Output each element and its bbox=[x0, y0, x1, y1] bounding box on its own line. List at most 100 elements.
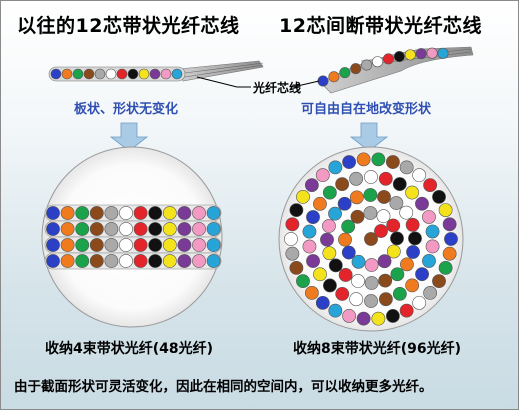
fiber-dot bbox=[83, 68, 95, 80]
fiber-dot bbox=[138, 68, 150, 80]
fiber-label: 光纤芯线 bbox=[253, 81, 302, 95]
fiber-dot bbox=[160, 68, 172, 80]
fiber-dot bbox=[313, 267, 327, 282]
fiber-dot bbox=[423, 285, 438, 300]
fiber-dot bbox=[393, 51, 405, 63]
fiber-dot bbox=[119, 238, 133, 252]
intermittent-ribbon-right bbox=[317, 46, 474, 94]
fiber-dot bbox=[75, 254, 90, 268]
fiber-dot bbox=[60, 254, 75, 268]
fiber-dot bbox=[342, 155, 357, 169]
fiber-dot bbox=[377, 254, 392, 269]
fiber-dot bbox=[46, 222, 60, 236]
fiber-dot bbox=[437, 47, 449, 59]
fiber-dot bbox=[46, 206, 60, 220]
fiber-dot bbox=[432, 189, 446, 204]
caption-right: 收纳8束带状光纤(96光纤) bbox=[293, 341, 462, 357]
fiber-dot bbox=[377, 190, 391, 204]
subtitle-right: 可自由自在地改变形状 bbox=[301, 102, 432, 117]
fiber-dot bbox=[423, 178, 438, 193]
fiber-dot bbox=[296, 274, 310, 289]
fiber-dot bbox=[339, 67, 351, 79]
fiber-dot bbox=[302, 224, 317, 239]
fiber-dot bbox=[322, 246, 337, 261]
fiber-dot bbox=[392, 286, 407, 301]
fiber-dot bbox=[378, 171, 393, 186]
fiber-dot bbox=[72, 68, 84, 80]
fiber-dot bbox=[426, 47, 438, 59]
fiber-dot bbox=[104, 238, 119, 252]
fiber-dot bbox=[374, 224, 388, 238]
fiber-dot bbox=[94, 68, 106, 80]
fiber-dot bbox=[60, 222, 75, 236]
fiber-dot bbox=[335, 177, 350, 192]
fiber-dot bbox=[422, 254, 436, 268]
fiber-dot bbox=[304, 178, 319, 193]
fiber-dot bbox=[350, 63, 362, 75]
fiber-dot bbox=[75, 238, 90, 252]
fiber-dot bbox=[371, 311, 386, 326]
fiber-dot bbox=[363, 188, 378, 202]
flat-ribbon-left bbox=[48, 60, 264, 82]
fiber-dot bbox=[405, 278, 420, 293]
fiber-dot bbox=[444, 232, 458, 246]
fiber-dot bbox=[75, 222, 90, 236]
fiber-dot bbox=[351, 274, 365, 288]
fiber-dot bbox=[438, 203, 453, 218]
fiber-dot bbox=[315, 168, 330, 183]
fiber-dot bbox=[335, 287, 350, 301]
fiber-dot bbox=[119, 206, 133, 220]
fiber-dot bbox=[425, 239, 440, 254]
fiber-dot bbox=[148, 238, 163, 252]
fiber-dot bbox=[438, 260, 453, 275]
fiber-dot bbox=[389, 196, 404, 210]
fiber-dot bbox=[177, 222, 192, 236]
fiber-dot bbox=[349, 292, 364, 307]
fiber-dot bbox=[50, 68, 62, 80]
fiber-dot bbox=[390, 231, 404, 246]
fiber-dot bbox=[289, 260, 304, 275]
fiber-dot bbox=[400, 257, 414, 272]
fiber-dot bbox=[177, 206, 192, 220]
fiber-dot bbox=[385, 309, 400, 323]
fiber-dot bbox=[304, 285, 319, 300]
fiber-dot bbox=[192, 222, 206, 236]
fiber-dot bbox=[317, 75, 329, 87]
fiber-dot bbox=[412, 168, 427, 183]
fiber-dot bbox=[415, 267, 429, 282]
ribbon-band bbox=[44, 252, 222, 270]
fiber-dot bbox=[386, 218, 401, 233]
down-arrow-left bbox=[109, 122, 149, 152]
fiber-dot bbox=[177, 238, 192, 252]
fiber-dot bbox=[89, 222, 104, 236]
fiber-dot bbox=[392, 177, 407, 191]
fiber-dot bbox=[432, 274, 446, 289]
fiber-dot bbox=[328, 258, 343, 273]
down-arrow-right bbox=[349, 122, 389, 152]
fiber-dot bbox=[363, 206, 378, 220]
fiber-dot bbox=[75, 206, 90, 220]
fiber-dot bbox=[322, 219, 336, 233]
fiber-dot bbox=[386, 244, 401, 259]
fiber-dot bbox=[349, 171, 364, 186]
fiber-dot bbox=[89, 254, 104, 268]
fiber-dot bbox=[364, 294, 378, 308]
title-right: 12芯间断带状光纤芯线 bbox=[279, 15, 482, 37]
fiber-dot bbox=[104, 222, 119, 236]
fiber-dot bbox=[46, 254, 60, 268]
fiber-dot bbox=[372, 56, 384, 68]
fiber-dot bbox=[306, 210, 320, 224]
fiber-dot bbox=[337, 196, 352, 211]
fiber-dot bbox=[408, 231, 422, 246]
fiber-dot bbox=[162, 238, 177, 252]
fiber-dot bbox=[315, 295, 330, 310]
fiber-dot bbox=[328, 206, 342, 221]
label-pointer bbox=[196, 76, 238, 88]
fiber-dot bbox=[356, 311, 371, 326]
fiber-dot bbox=[390, 267, 405, 282]
fiber-dot bbox=[425, 224, 440, 239]
fiber-dot bbox=[206, 254, 221, 268]
fiber-dot bbox=[406, 245, 420, 259]
fiber-dot bbox=[404, 49, 416, 61]
